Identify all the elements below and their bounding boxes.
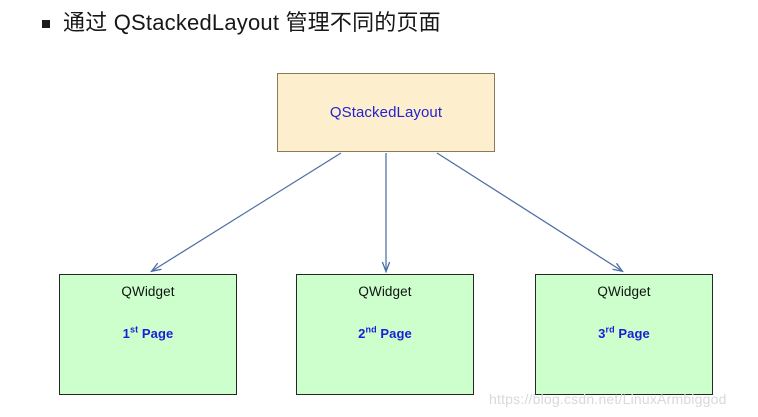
caption-suffix-2: Page [376,326,412,341]
node-qwidget-page-3-title: QWidget [597,284,651,299]
caption-ordinal-2: nd [365,324,377,335]
caption-ordinal-1: st [129,324,139,335]
node-qwidget-page-1[interactable]: QWidget 1st Page [59,274,237,395]
node-qwidget-page-1-title: QWidget [121,284,175,299]
connector-arrow-to-page-3 [436,152,622,271]
slide-title-row: 通过 QStackedLayout 管理不同的页面 [42,10,441,36]
caption-ordinal-3: rd [605,324,615,335]
caption-suffix-1: Page [138,326,174,341]
square-bullet-icon [42,20,50,29]
node-qwidget-page-3[interactable]: QWidget 3rd Page [535,274,713,395]
caption-number-1: 1 [122,326,130,341]
node-qstackedlayout[interactable]: QStackedLayout [277,73,495,152]
caption-suffix-3: Page [614,326,650,341]
node-qwidget-page-1-caption: 1st Page [60,324,236,341]
node-qwidget-page-2-caption: 2nd Page [297,324,473,341]
caption-number-3: 3 [598,326,606,341]
node-qwidget-page-3-caption: 3rd Page [536,324,712,341]
page-title: 通过 QStackedLayout 管理不同的页面 [63,10,441,35]
node-qstackedlayout-label: QStackedLayout [329,104,443,121]
caption-number-2: 2 [358,326,366,341]
node-qwidget-page-2-title: QWidget [358,284,412,299]
connector-arrow-to-page-1 [152,152,342,271]
node-qwidget-page-2[interactable]: QWidget 2nd Page [296,274,474,395]
